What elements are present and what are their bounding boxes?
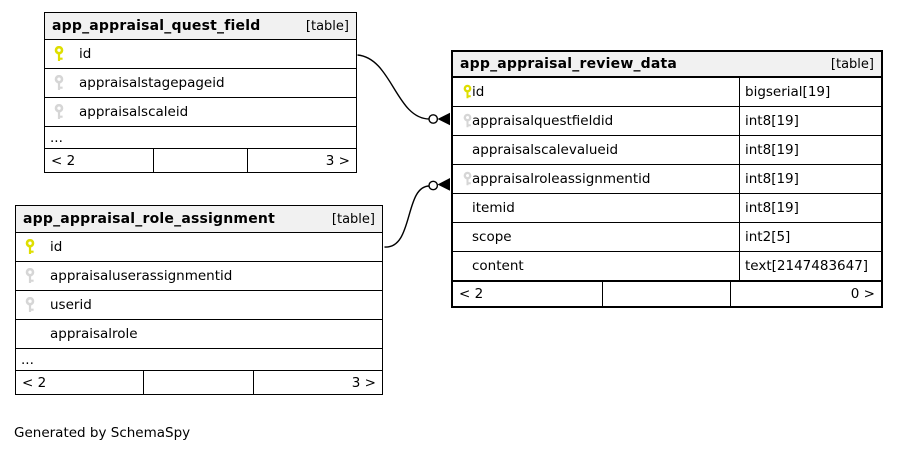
column-name: content (472, 258, 524, 274)
column-name: scope (472, 229, 512, 245)
column-row: itemid int8[19] (453, 194, 881, 223)
column-type: int8[19] (739, 107, 881, 135)
table-title[interactable]: app_appraisal_review_data (460, 56, 678, 72)
column-row: appraisaluserassignmentid (16, 262, 382, 291)
table-type-badge: [table] (305, 18, 349, 34)
related-count-right: 3 > (253, 371, 382, 394)
related-count-right: 3 > (246, 149, 356, 172)
hidden-columns-ellipsis: ... (45, 127, 356, 149)
column-row: id (45, 40, 356, 69)
relationship-role-assignment-to-review-data (384, 178, 450, 248)
column-row: appraisalscalevalueid int8[19] (453, 136, 881, 165)
table-title[interactable]: app_appraisal_role_assignment (23, 211, 275, 227)
column-type: int8[19] (739, 165, 881, 193)
table-title[interactable]: app_appraisal_quest_field (52, 18, 261, 34)
column-row: appraisalscaleid (45, 98, 356, 127)
column-name: userid (50, 297, 92, 313)
related-count-left: < 2 (459, 286, 484, 302)
column-row: id bigserial[19] (453, 78, 881, 107)
column-type: int8[19] (739, 136, 881, 164)
foreign-key-icon (453, 113, 472, 129)
table-footer: < 2 3 > (45, 149, 356, 172)
foreign-key-icon (45, 75, 79, 91)
column-type: text[2147483647] (739, 252, 881, 280)
table-header[interactable]: app_appraisal_role_assignment [table] (16, 206, 382, 233)
foreign-key-icon (453, 171, 472, 187)
table-header[interactable]: app_appraisal_quest_field [table] (45, 13, 356, 40)
table-node-app-appraisal-review-data[interactable]: app_appraisal_review_data [table] id big… (451, 50, 883, 308)
column-type: int2[5] (739, 223, 881, 251)
related-count-left: < 2 (22, 374, 47, 391)
hidden-columns-ellipsis: ... (16, 349, 382, 371)
column-name: id (79, 46, 92, 62)
column-row: id (16, 233, 382, 262)
column-name: id (50, 239, 63, 255)
table-type-badge: [table] (830, 56, 874, 72)
table-node-app-appraisal-role-assignment[interactable]: app_appraisal_role_assignment [table] id… (15, 205, 383, 395)
table-footer: < 2 3 > (16, 371, 382, 394)
foreign-key-icon (16, 297, 50, 313)
zero-cardinality-circle-icon (428, 114, 439, 124)
column-name: appraisalquestfieldid (472, 113, 614, 129)
relationship-curve (357, 54, 430, 120)
relationship-quest-field-to-review-data (357, 54, 450, 126)
primary-key-icon (453, 84, 472, 100)
arrowhead-icon (437, 112, 450, 126)
table-header[interactable]: app_appraisal_review_data [table] (453, 52, 881, 78)
column-type: bigserial[19] (739, 78, 881, 106)
column-row: scope int2[5] (453, 223, 881, 252)
primary-key-icon (45, 46, 79, 62)
column-row: appraisalquestfieldid int8[19] (453, 107, 881, 136)
table-footer: < 2 0 > (453, 281, 881, 306)
column-row: appraisalroleassignmentid int8[19] (453, 165, 881, 194)
column-row: appraisalstagepageid (45, 69, 356, 98)
column-name: appraisalroleassignmentid (472, 171, 651, 187)
generator-note: Generated by SchemaSpy (14, 425, 191, 441)
column-name: appraisaluserassignmentid (50, 268, 233, 284)
foreign-key-icon (16, 268, 50, 284)
related-count-right: 0 > (730, 282, 881, 306)
footer-middle-cell (601, 282, 730, 306)
footer-middle-cell (143, 371, 253, 394)
column-name: appraisalscalevalueid (472, 142, 619, 158)
column-row: content text[2147483647] (453, 252, 881, 281)
column-type: int8[19] (739, 194, 881, 222)
column-name: appraisalrole (50, 326, 138, 342)
primary-key-icon (16, 239, 50, 255)
relationship-curve (384, 185, 430, 248)
column-name: itemid (472, 200, 515, 216)
column-name: id (472, 84, 485, 100)
related-count-left: < 2 (51, 152, 76, 169)
table-type-badge: [table] (331, 211, 375, 227)
arrowhead-icon (437, 178, 450, 191)
column-name: appraisalscaleid (79, 104, 189, 120)
footer-middle-cell (153, 149, 246, 172)
column-row: userid (16, 291, 382, 320)
zero-cardinality-circle-icon (428, 180, 439, 191)
column-row: appraisalrole (16, 320, 382, 349)
table-node-app-appraisal-quest-field[interactable]: app_appraisal_quest_field [table] id app… (44, 12, 357, 173)
foreign-key-icon (45, 104, 79, 120)
column-name: appraisalstagepageid (79, 75, 225, 91)
